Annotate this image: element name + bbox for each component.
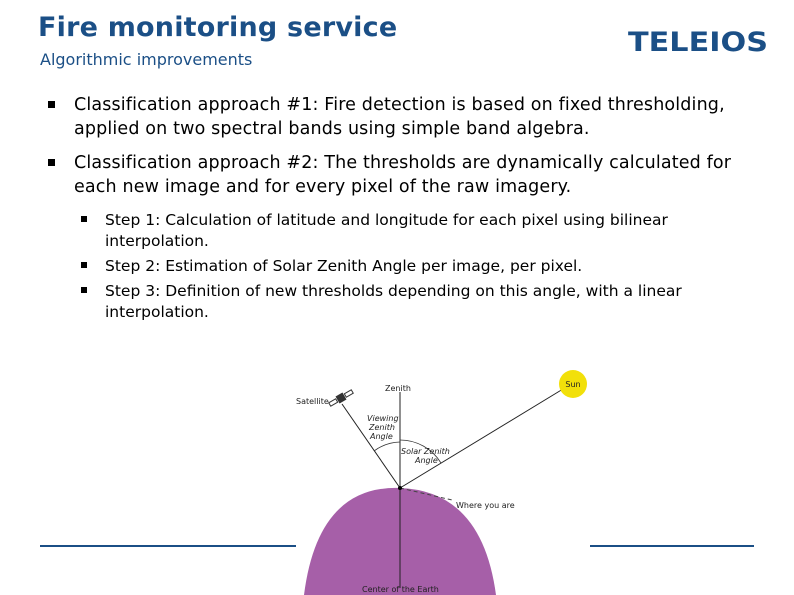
center-of-earth-label: Center of the Earth (362, 585, 439, 594)
earth-shape (304, 487, 496, 595)
footer-rule-left (40, 545, 296, 547)
sub-bullet-item: Step 3: Definition of new thresholds dep… (81, 281, 748, 323)
sun-line (399, 388, 564, 489)
zenith-label: Zenith (385, 384, 411, 393)
bullet-text: Classification approach #1: Fire detecti… (74, 95, 725, 139)
bullet-item: Classification approach #2: The threshol… (48, 152, 748, 199)
viewing-angle-arc (373, 441, 401, 452)
sub-bullet-item: Step 1: Calculation of latitude and long… (81, 210, 748, 252)
logo-text: TELEIOS (628, 27, 768, 58)
solar-angle-label-2: Angle (414, 456, 438, 465)
sub-bullet-marker (81, 287, 87, 293)
viewing-angle-label-1: Viewing (367, 414, 399, 423)
satellite-label: Satellite (296, 397, 329, 406)
sub-bullet-marker (81, 216, 87, 222)
sub-bullet-item: Step 2: Estimation of Solar Zenith Angle… (81, 256, 748, 277)
sub-bullet-text: Step 1: Calculation of latitude and long… (105, 211, 668, 250)
sub-bullet-marker (81, 262, 87, 268)
viewing-angle-label-3: Angle (369, 432, 393, 441)
bullet-marker (48, 101, 55, 108)
page-subtitle: Algorithmic improvements (40, 50, 253, 69)
footer-rule-right (590, 545, 754, 547)
bullet-item: Classification approach #1: Fire detecti… (48, 94, 748, 141)
solar-angle-label-1: Solar Zenith (401, 447, 450, 456)
sub-bullet-list: Step 1: Calculation of latitude and long… (81, 210, 748, 323)
sub-bullet-text: Step 2: Estimation of Solar Zenith Angle… (105, 257, 583, 275)
location-dot (398, 486, 402, 490)
sun-label: Sun (565, 380, 580, 389)
teleios-logo: TELEIOS (628, 27, 768, 58)
horizon-line (399, 487, 453, 501)
sub-bullet-text: Step 3: Definition of new thresholds dep… (105, 282, 682, 321)
bullet-text: Classification approach #2: The threshol… (74, 153, 732, 197)
where-you-are-label: Where you are (456, 501, 515, 510)
bullet-list: Classification approach #1: Fire detecti… (48, 94, 748, 327)
bullet-marker (48, 159, 55, 166)
page-title: Fire monitoring service (38, 12, 398, 43)
sun-icon (559, 370, 587, 398)
solar-angle-arc (399, 439, 442, 464)
satellite-line (341, 403, 401, 489)
satellite-icon (328, 389, 354, 407)
viewing-angle-label-2: Zenith (368, 423, 395, 432)
